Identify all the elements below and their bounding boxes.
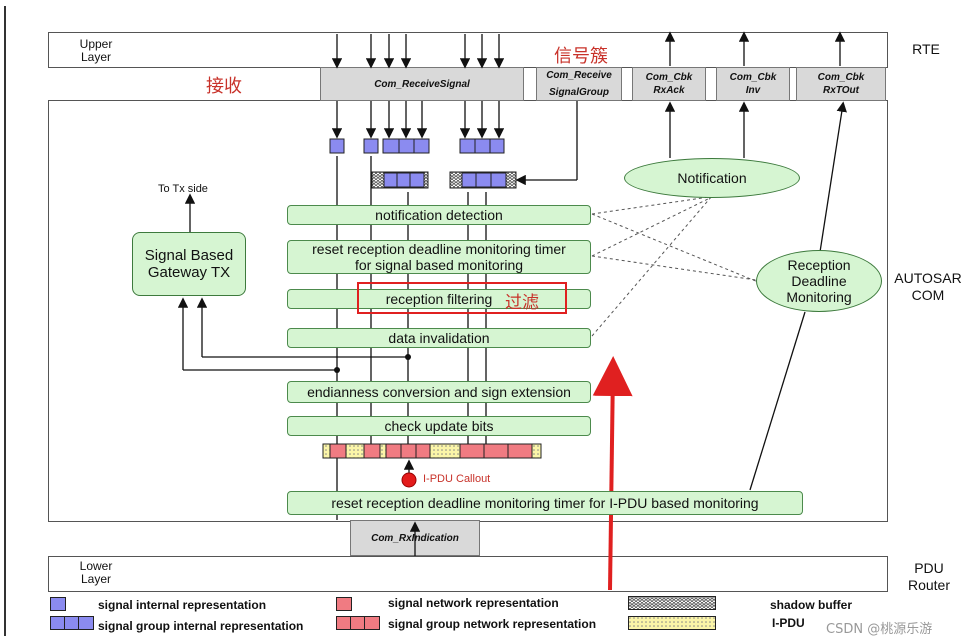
legend-signal-internal: signal internal representation: [98, 598, 267, 612]
lower-layer-band: [48, 556, 888, 592]
left-border: [4, 6, 6, 636]
ipdu-callout-label: I-PDU Callout: [423, 473, 491, 485]
notification-node[interactable]: Notification: [624, 158, 800, 198]
notification-detection-step[interactable]: notification detection: [287, 205, 591, 225]
legend-signal-network: signal network representation: [388, 596, 559, 610]
com-receive-signal-api[interactable]: Com_ReceiveSignal: [320, 67, 524, 101]
data-invalidation-step[interactable]: data invalidation: [287, 328, 591, 348]
autosar-com-label: AUTOSAR COM: [894, 270, 962, 303]
signal-group-annotation: 信号簇: [554, 46, 608, 67]
signal-based-gateway-tx[interactable]: Signal Based Gateway TX: [132, 232, 246, 296]
com-cbk-rxack-api[interactable]: Com_Cbk RxAck: [632, 67, 706, 101]
legend-ipdu: I-PDU: [772, 616, 805, 630]
legend-shadow-buffer-swatch: [628, 596, 716, 610]
reception-deadline-monitoring-node[interactable]: Reception Deadline Monitoring: [756, 250, 882, 312]
receive-annotation: 接收: [206, 76, 242, 97]
filter-annotation: 过滤: [505, 293, 539, 313]
lower-layer-label: Lower Layer: [79, 559, 113, 586]
legend-ipdu-swatch: [628, 616, 716, 630]
filter-highlight-box: [357, 282, 567, 314]
legend-signal-internal-swatch: [50, 597, 66, 611]
csdn-watermark: CSDN @桃源乐游: [826, 622, 933, 637]
endianness-step[interactable]: endianness conversion and sign extension: [287, 381, 591, 403]
check-update-bits-step[interactable]: check update bits: [287, 416, 591, 436]
upper-layer-label: Upper Layer: [79, 37, 113, 64]
pdu-router-label: PDU Router: [907, 560, 951, 593]
reset-signal-deadline-step[interactable]: reset reception deadline monitoring time…: [287, 240, 591, 274]
to-tx-side-label: To Tx side: [158, 183, 208, 195]
com-cbk-rxtout-api[interactable]: Com_Cbk RxTOut: [796, 67, 886, 101]
legend-signal-group-network-swatch: [336, 616, 380, 630]
com-cbk-inv-api[interactable]: Com_Cbk Inv: [716, 67, 790, 101]
legend-signal-group-network: signal group network representation: [388, 617, 597, 631]
legend-shadow-buffer: shadow buffer: [770, 598, 853, 612]
legend-signal-network-swatch: [336, 597, 352, 611]
reception-filtering-step[interactable]: reception filtering: [287, 289, 591, 309]
com-receive-signal-group-api[interactable]: Com_Receive SignalGroup: [536, 67, 622, 101]
legend-signal-group-internal: signal group internal representation: [98, 619, 304, 633]
reset-ipdu-deadline-step[interactable]: reset reception deadline monitoring time…: [287, 491, 803, 515]
rte-label: RTE: [912, 41, 940, 57]
legend-signal-group-internal-swatch: [50, 616, 94, 630]
